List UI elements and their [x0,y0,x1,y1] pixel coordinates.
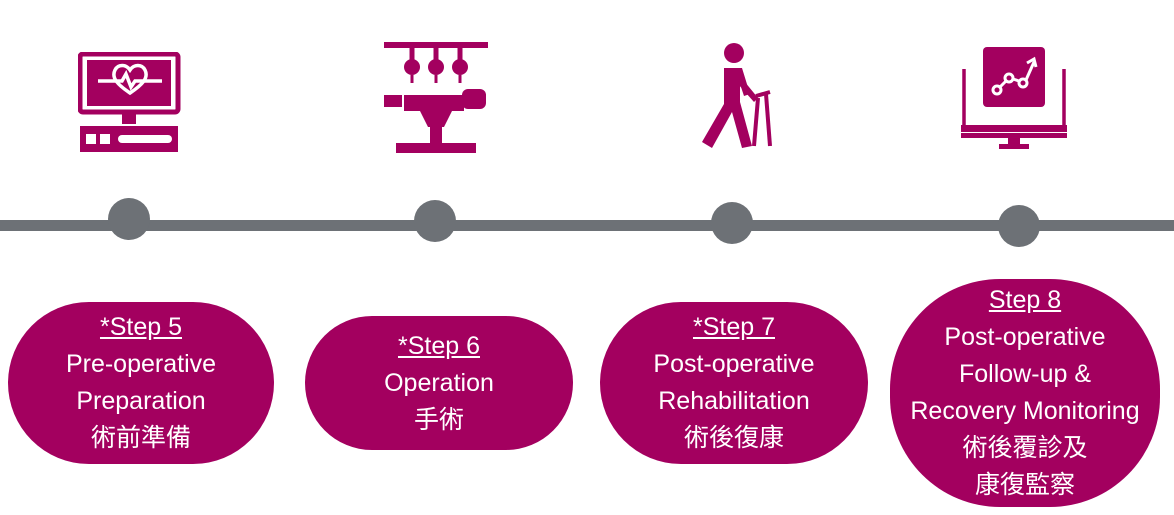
step-title-line: 術後復康 [683,424,784,452]
timeline-dot [414,200,456,242]
step-title-line: 術前準備 [90,424,191,452]
operating-table-icon [384,42,488,153]
step-title-line: Post-operative [944,323,1106,351]
walker-person-icon [702,43,772,148]
step-title-line: Pre-operative [65,350,217,378]
timeline-line [0,220,1174,231]
step-title-line: Recovery Monitoring [910,397,1140,425]
computer-progress-chart-icon [961,47,1067,149]
monitor-heart-icon [78,52,181,152]
timeline-dot [711,202,753,244]
step-title-line: Post-operative [653,350,815,378]
step-label: *Step 5 [99,313,182,341]
timeline-dot [108,198,150,240]
timeline-dot [998,205,1040,247]
step-8-box: Step 8 Post-operative Follow-up & Recove… [890,279,1160,507]
step-6-box: *Step 6 Operation 手術 [305,316,573,450]
step-title-line: 術後覆診及 [962,434,1088,462]
step-title-line: Rehabilitation [658,387,810,415]
step-label: *Step 7 [692,313,775,341]
step-title-line: Operation [384,368,494,397]
step-title-line: Follow-up & [959,360,1091,388]
step-label: Step 8 [988,286,1062,314]
step-title-line: 手術 [413,405,464,434]
step-5-box: *Step 5 Pre-operative Preparation 術前準備 [8,302,274,464]
step-title-line: Preparation [76,387,206,415]
step-7-box: *Step 7 Post-operative Rehabilitation 術後… [600,302,868,464]
step-label: *Step 6 [397,331,480,360]
step-title-line: 康復監察 [974,471,1075,499]
